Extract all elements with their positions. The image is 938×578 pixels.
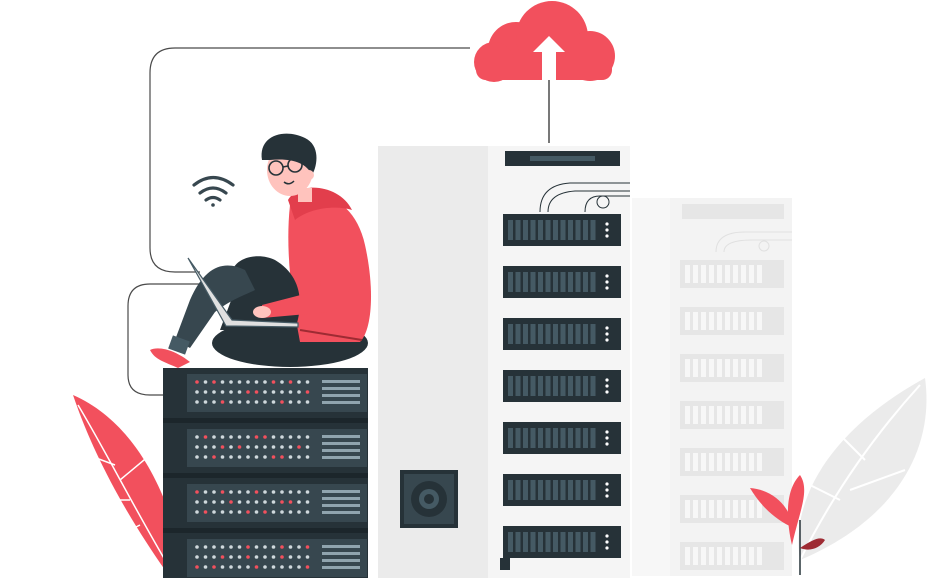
person (150, 133, 372, 368)
decorative-leaf-red (73, 395, 175, 570)
back-rack-unit (680, 401, 784, 429)
back-rack-unit (680, 448, 784, 476)
decorative-leaf-gray (798, 378, 927, 561)
back-server-rack (632, 198, 792, 576)
back-rack-unit (680, 542, 784, 570)
rack-server-unit (503, 526, 621, 558)
wifi-icon (192, 175, 235, 207)
rack-server-unit (503, 318, 621, 350)
back-rack-unit (680, 307, 784, 335)
stack-server-unit (163, 478, 368, 533)
back-rack-unit (680, 260, 784, 288)
stack-server-unit (163, 423, 368, 478)
cloud-upload-icon (474, 1, 615, 82)
decorative-plant-red (750, 475, 825, 575)
rack-server-unit (503, 474, 621, 506)
stack-server-unit (163, 368, 368, 423)
rack-server-unit (503, 214, 621, 246)
rack-server-unit (503, 422, 621, 454)
main-server-rack (378, 146, 630, 578)
stack-server-unit (163, 533, 368, 578)
back-rack-unit (680, 354, 784, 382)
server-stack (163, 368, 368, 578)
rack-server-unit (503, 266, 621, 298)
rack-server-unit (503, 370, 621, 402)
fan-icon (400, 470, 458, 528)
